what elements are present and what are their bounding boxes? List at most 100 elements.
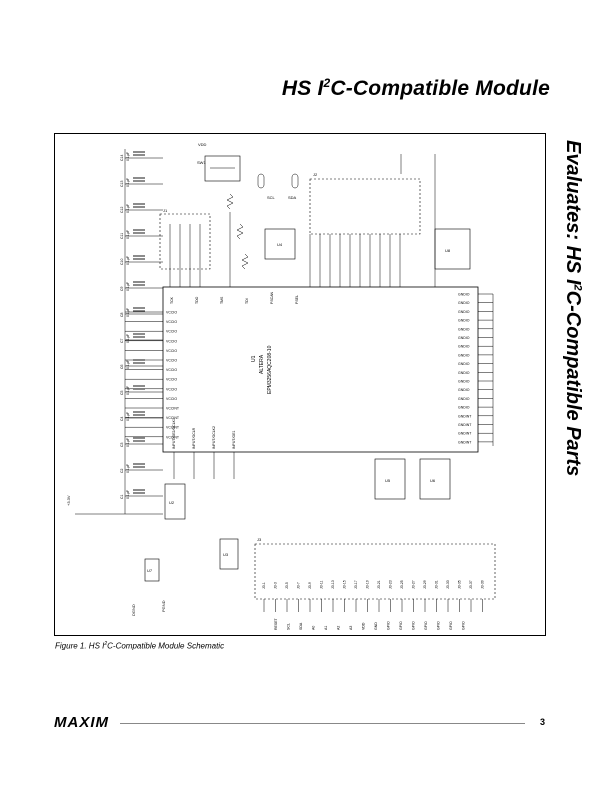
u1-right-pin-label: GNDIO bbox=[458, 406, 470, 410]
capacitor-value: 0.1µF bbox=[126, 334, 130, 343]
page-title: HS I2C-Compatible Module bbox=[281, 76, 550, 100]
j3-signal-label: GPIO bbox=[399, 621, 403, 630]
figure-caption: Figure 1. HS I2C-Compatible Module Schem… bbox=[55, 641, 225, 651]
j3-signal-label: GPIO bbox=[437, 621, 441, 630]
j3-signal-label: RESET bbox=[274, 617, 278, 630]
u5-label: U5 bbox=[385, 478, 391, 483]
u1-number: EPM3256AQC208-10 bbox=[267, 345, 273, 394]
j3-signal-label: GPIO bbox=[462, 621, 466, 630]
resistor-network bbox=[226, 193, 249, 287]
u1-left-pin-label: VCCINT bbox=[166, 407, 180, 411]
j3-pin-label: J3-15 bbox=[343, 580, 347, 589]
j1-jtag-header: J1 bbox=[159, 208, 211, 287]
u1-left-pin-label: VCCIO bbox=[166, 368, 177, 372]
vdd-label: VDD bbox=[198, 142, 207, 147]
j3-signal-label: A1 bbox=[324, 626, 328, 630]
capacitor-ref: C2 bbox=[120, 468, 124, 473]
capacitor-ref: C6 bbox=[120, 364, 124, 369]
sda-tp-label: SDA bbox=[288, 195, 297, 200]
capacitor-ref: C1 bbox=[120, 494, 124, 499]
u1-ref: U1 bbox=[251, 355, 257, 362]
j3-pin-label: J3-17 bbox=[354, 580, 358, 589]
j3-pin-label: J3-13 bbox=[331, 580, 335, 589]
capacitor-ref: C3 bbox=[120, 442, 124, 447]
u1-left-pin-label: VCCINT bbox=[166, 426, 180, 430]
u8-label: U8 bbox=[445, 248, 451, 253]
u1-part: ALTERA bbox=[259, 354, 265, 374]
capacitor-ref: C10 bbox=[120, 259, 124, 265]
u6-label: U6 bbox=[430, 478, 436, 483]
j3-pin-label: J3-9 bbox=[308, 582, 312, 589]
capacitor-value: 0.1µF bbox=[126, 308, 130, 317]
u1-right-pins: GNDIO GNDIO GNDIO GNDIO GNDIO GNDIO GNDIO GNDIO… bbox=[458, 293, 494, 446]
u2-u3-u7-ics: U2 U3 U7 bbox=[144, 483, 239, 582]
u1-left-pin-label: VCCIO bbox=[166, 387, 177, 391]
j3-pin-label: J3-39 bbox=[481, 580, 485, 589]
capacitor-value: 0.1µF bbox=[126, 490, 130, 499]
u1-left-pin-label: VCCIO bbox=[166, 349, 177, 353]
j3-signal-label: A2 bbox=[337, 626, 341, 630]
u1-right-pin-label: GNDIO bbox=[458, 310, 470, 314]
j3-pin-label: J3-37 bbox=[469, 580, 473, 589]
j3-signal-label: GPIO bbox=[424, 621, 428, 630]
capacitor-ref: C13 bbox=[120, 181, 124, 187]
sw1-label: SW1 bbox=[197, 160, 206, 165]
j3-pin-label: J3-23 bbox=[389, 580, 393, 589]
side-title: Evaluates: HS I2C-Compatible Parts bbox=[562, 140, 584, 477]
u1-right-pin-label: GNDIO bbox=[458, 319, 470, 323]
figure-frame bbox=[54, 133, 546, 636]
u1-right-pin-label: GNDIO bbox=[458, 362, 470, 366]
j3-signal-label: SDA bbox=[299, 622, 303, 630]
j3-pin-label: J3-31 bbox=[435, 580, 439, 589]
capacitor-ref: C11 bbox=[120, 233, 124, 239]
u4-label: U4 bbox=[277, 242, 283, 247]
u1-right-pin-label: GNDINT bbox=[458, 423, 472, 427]
u1-left-pin-label: VCCIO bbox=[166, 397, 177, 401]
capacitor-value: 0.1µF bbox=[126, 464, 130, 473]
u1-right-pin-label: GNDINT bbox=[458, 440, 472, 444]
u1-left-pin-label: VCCIO bbox=[166, 378, 177, 382]
j3-pin-label: J3-7 bbox=[297, 582, 301, 589]
capacitor-ref: C7 bbox=[120, 338, 124, 343]
u8-regulator: U8 bbox=[400, 154, 471, 287]
capacitor-ref: C12 bbox=[120, 207, 124, 213]
u1-cpld: U1 ALTERA EPM3256AQC208-10 bbox=[162, 286, 479, 453]
page-number: 3 bbox=[540, 717, 546, 727]
u1-right-pin-label: GNDIO bbox=[458, 397, 470, 401]
u1-right-pin-label: GNDIO bbox=[458, 293, 470, 297]
u1-right-pin-label: GNDIO bbox=[458, 380, 470, 384]
capacitor-value: 0.1µF bbox=[126, 412, 130, 421]
u5-u6-buffers: U5 U6 bbox=[374, 458, 451, 500]
u1-right-pin-label: GNDINT bbox=[458, 432, 472, 436]
j3-pin-label: J3-5 bbox=[285, 582, 289, 589]
scl-tp-label: SCL bbox=[267, 195, 276, 200]
u1-top-pin-label: TCK bbox=[170, 296, 174, 304]
j3-connector: J3 bbox=[254, 537, 496, 600]
u1-top-pin-label: TMS bbox=[220, 296, 224, 304]
u1-right-pin-label: GNDIO bbox=[458, 353, 470, 357]
capacitor-value: 0.1µF bbox=[126, 256, 130, 265]
u1-right-pin-label: GNDIO bbox=[458, 327, 470, 331]
u1-left-pin-label: VCCIO bbox=[166, 359, 177, 363]
j3-pin-label: J3-35 bbox=[458, 580, 462, 589]
u1-bottom-pin-label: INPUT/OE2/GCLK1 bbox=[172, 418, 176, 449]
u1-top-pin-label: PSEL bbox=[295, 295, 299, 304]
u1-right-pin-label: GNDIO bbox=[458, 301, 470, 305]
j3-signal-label: GPIO bbox=[449, 621, 453, 630]
u1-right-pin-label: GNDIO bbox=[458, 371, 470, 375]
u1-left-pin-label: VCCINT bbox=[166, 435, 180, 439]
sw1-switch: SW1 VDD bbox=[197, 142, 241, 182]
capacitor-ref: C4 bbox=[120, 416, 124, 421]
u7-label: U7 bbox=[147, 568, 153, 573]
capacitor-ref: C9 bbox=[120, 286, 124, 291]
j3-pin-label: J3-29 bbox=[423, 580, 427, 589]
bottom-left-ground: +3.3V DGND PGND bbox=[66, 495, 166, 616]
sda-scl-test-points: SCL SDA bbox=[257, 173, 299, 200]
j2-connector: J2 bbox=[309, 172, 421, 287]
u1-left-pin-label: VCCIO bbox=[166, 320, 177, 324]
u1-left-pin-label: VCCIO bbox=[166, 330, 177, 334]
